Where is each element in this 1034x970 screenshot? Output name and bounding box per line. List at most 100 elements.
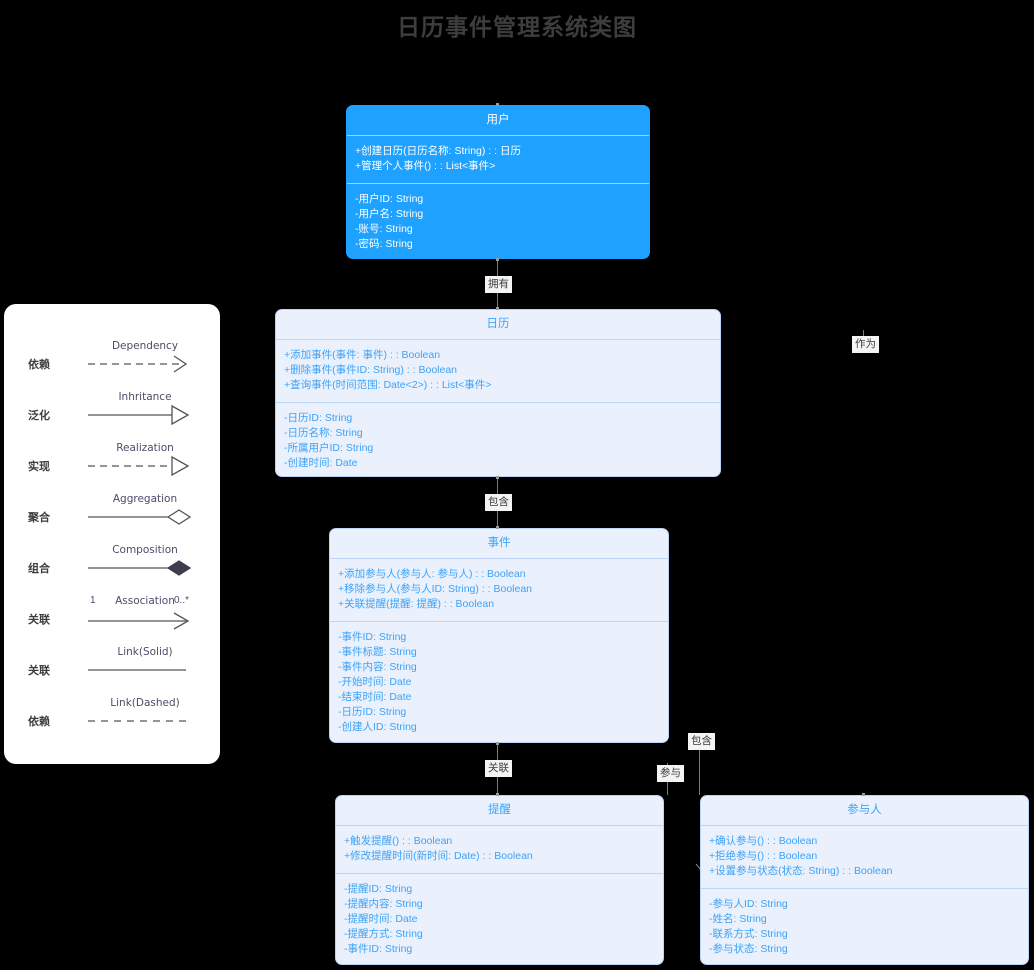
- class-attributes-participant: -参与人ID: String -姓名: String -联系方式: String…: [701, 888, 1028, 964]
- class-method: +修改提醒时间(新时间: Date) : : Boolean: [344, 850, 533, 862]
- class-title-user: 用户: [486, 114, 510, 126]
- class-box-calendar[interactable]: 日历 +添加事件(事件: 事件) : : Boolean +删除事件(事件ID:…: [275, 309, 721, 477]
- class-box-participant[interactable]: 参与人 +确认参与() : : Boolean +拒绝参与() : : Bool…: [700, 795, 1029, 965]
- class-attribute: -用户名: String: [355, 208, 424, 220]
- resize-handle[interactable]: [496, 793, 499, 796]
- resize-handle[interactable]: [496, 742, 499, 745]
- class-attributes-event: -事件ID: String -事件标题: String -事件内容: Strin…: [330, 621, 668, 742]
- legend-kind: Association: [115, 595, 175, 607]
- class-methods-participant: +确认参与() : : Boolean +拒绝参与() : : Boolean …: [701, 825, 1028, 888]
- class-attribute: -提醒内容: String: [344, 898, 423, 910]
- class-methods-user: +创建日历(日历名称: String) : : 日历 +管理个人事件() : :…: [347, 135, 649, 183]
- class-attribute: -用户ID: String: [355, 193, 424, 205]
- class-attribute: -事件内容: String: [338, 661, 417, 673]
- class-attribute: -联系方式: String: [709, 928, 788, 940]
- class-title-reminder: 提醒: [488, 804, 511, 816]
- class-attribute: -创建时间: Date: [284, 457, 358, 469]
- class-attribute: -开始时间: Date: [338, 676, 412, 688]
- edge-label-user-participant: 作为: [852, 336, 879, 353]
- class-attribute: -提醒方式: String: [344, 928, 423, 940]
- legend-multiplicity-left: 1: [90, 595, 96, 606]
- legend-row-composition[interactable]: 组合 Composition: [4, 544, 220, 596]
- association-arrow-icon: [88, 612, 190, 630]
- class-attribute: -密码: String: [355, 238, 413, 250]
- class-attribute: -事件标题: String: [338, 646, 417, 658]
- legend-row-inheritance[interactable]: 泛化 Inhritance: [4, 391, 220, 443]
- legend-label: 依赖: [28, 715, 50, 728]
- inheritance-arrow-icon: [88, 404, 190, 426]
- legend-label: 聚合: [28, 511, 50, 524]
- class-method: +关联提醒(提醒: 提醒) : : Boolean: [338, 598, 495, 610]
- resize-handle[interactable]: [496, 258, 499, 261]
- class-attribute: -结束时间: Date: [338, 691, 412, 703]
- legend-row-realization[interactable]: 实现 Realization: [4, 442, 220, 494]
- class-method: +确认参与() : : Boolean: [709, 835, 818, 847]
- edge-label-calendar-event: 包含: [485, 494, 512, 511]
- class-attribute: -参与人ID: String: [709, 898, 788, 910]
- class-methods-event: +添加参与人(参与人: 参与人) : : Boolean +移除参与人(参与人I…: [330, 558, 668, 621]
- class-method: +添加参与人(参与人: 参与人) : : Boolean: [338, 568, 526, 580]
- legend-panel[interactable]: 依赖 Dependency 泛化 Inhritance 实现 Realizati…: [4, 304, 220, 764]
- legend-kind: Link(Dashed): [110, 697, 180, 709]
- class-attribute: -参与状态: String: [709, 943, 788, 955]
- edge-label-event-participant: 包含: [688, 733, 715, 750]
- class-box-reminder[interactable]: 提醒 +触发提醒() : : Boolean +修改提醒时间(新时间: Date…: [335, 795, 664, 965]
- resize-handle[interactable]: [862, 793, 865, 796]
- legend-label: 依赖: [28, 358, 50, 371]
- legend-row-link-solid[interactable]: 关联 Link(Solid): [4, 646, 220, 698]
- class-method: +移除参与人(参与人ID: String) : : Boolean: [338, 583, 533, 595]
- class-title-calendar: 日历: [486, 318, 510, 330]
- aggregation-diamond-icon: [88, 509, 192, 525]
- resize-handle[interactable]: [496, 307, 499, 310]
- class-method: +设置参与状态(状态: String) : : Boolean: [709, 865, 893, 877]
- class-attribute: -账号: String: [355, 223, 413, 235]
- resize-handle[interactable]: [496, 476, 499, 479]
- class-attribute: -日历名称: String: [284, 427, 363, 439]
- resize-handle[interactable]: [496, 526, 499, 529]
- class-attributes-reminder: -提醒ID: String -提醒内容: String -提醒时间: Date …: [336, 873, 663, 964]
- class-title-participant: 参与人: [847, 804, 882, 816]
- class-method: +触发提醒() : : Boolean: [344, 835, 453, 847]
- class-attribute: -事件ID: String: [344, 943, 413, 955]
- legend-label: 组合: [28, 562, 50, 575]
- connector-event-participant[interactable]: [699, 733, 700, 795]
- class-methods-calendar: +添加事件(事件: 事件) : : Boolean +删除事件(事件ID: St…: [276, 339, 720, 402]
- class-method: +创建日历(日历名称: String) : : 日历: [355, 145, 521, 157]
- class-box-user[interactable]: 用户 +创建日历(日历名称: String) : : 日历 +管理个人事件() …: [346, 105, 650, 259]
- legend-label: 关联: [28, 664, 50, 677]
- legend-row-association[interactable]: 关联 1 Association 0..*: [4, 595, 220, 647]
- legend-kind: Inhritance: [118, 391, 172, 403]
- class-attribute: -提醒ID: String: [344, 883, 413, 895]
- resize-handle[interactable]: [496, 103, 499, 106]
- class-attribute: -日历ID: String: [338, 706, 407, 718]
- class-attributes-user: -用户ID: String -用户名: String -账号: String -…: [347, 183, 649, 258]
- class-attribute: -提醒时间: Date: [344, 913, 418, 925]
- link-solid-icon: [88, 669, 186, 671]
- legend-row-link-dashed[interactable]: 依赖 Link(Dashed): [4, 697, 220, 749]
- class-method: +查询事件(时间范围: Date<2>) : : List<事件>: [284, 379, 492, 391]
- class-box-event[interactable]: 事件 +添加参与人(参与人: 参与人) : : Boolean +移除参与人(参…: [329, 528, 669, 743]
- class-methods-reminder: +触发提醒() : : Boolean +修改提醒时间(新时间: Date) :…: [336, 825, 663, 873]
- edge-label-event-reminder: 关联: [485, 760, 512, 777]
- legend-kind: Composition: [112, 544, 178, 556]
- composition-diamond-icon: [88, 560, 192, 576]
- legend-kind: Link(Solid): [117, 646, 173, 658]
- class-attribute: -所属用户ID: String: [284, 442, 374, 454]
- class-attribute: -姓名: String: [709, 913, 767, 925]
- class-attribute: -日历ID: String: [284, 412, 353, 424]
- class-attribute: -事件ID: String: [338, 631, 407, 643]
- legend-label: 关联: [28, 613, 50, 626]
- edge-label-user-calendar: 拥有: [485, 276, 512, 293]
- legend-row-aggregation[interactable]: 聚合 Aggregation: [4, 493, 220, 545]
- class-method: +管理个人事件() : : List<事件>: [355, 160, 496, 172]
- legend-kind: Realization: [116, 442, 174, 454]
- legend-label: 实现: [28, 460, 50, 473]
- link-dashed-icon: [88, 720, 186, 722]
- dependency-arrow-icon: [88, 355, 188, 373]
- class-method: +添加事件(事件: 事件) : : Boolean: [284, 349, 441, 361]
- class-title-event: 事件: [487, 537, 511, 549]
- legend-row-dependency[interactable]: 依赖 Dependency: [4, 340, 220, 392]
- class-attributes-calendar: -日历ID: String -日历名称: String -所属用户ID: Str…: [276, 402, 720, 476]
- legend-multiplicity-right: 0..*: [174, 595, 190, 606]
